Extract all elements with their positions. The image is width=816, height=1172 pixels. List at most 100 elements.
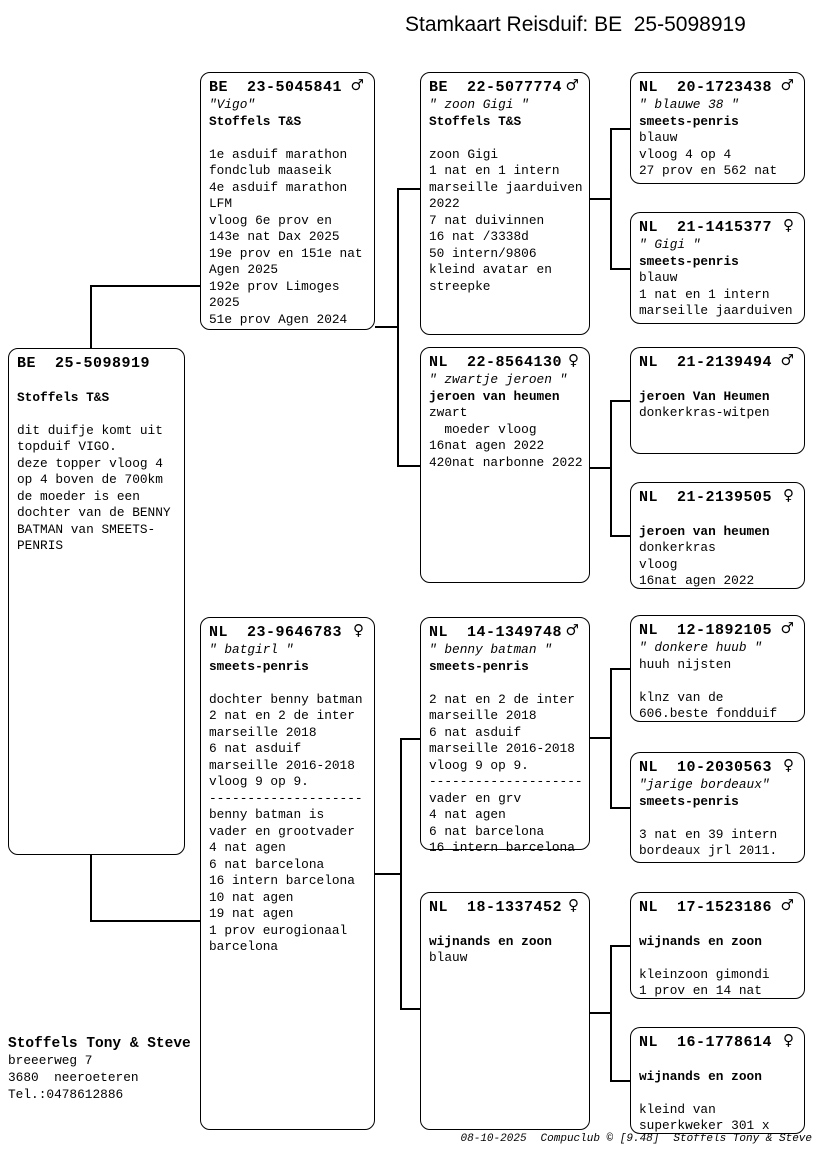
- page-title: Stamkaart Reisduif: BE 25-5098919: [405, 13, 746, 36]
- ring-number: NL 17-1523186: [639, 899, 773, 916]
- info-line: marseille 2018: [429, 708, 537, 723]
- info-line: [639, 1085, 796, 1102]
- info-line: dit duifje komt uit: [17, 422, 163, 438]
- ring-number: BE 23-5045841: [209, 79, 343, 96]
- pigeon-name: " blauwe 38 ": [639, 97, 739, 112]
- info-line: vader en grootvader: [209, 823, 355, 839]
- info-line: 4 nat agen: [429, 807, 506, 822]
- male-icon: ♂: [565, 76, 579, 94]
- info-line: 7 nat duivinnen: [429, 212, 545, 228]
- ring-number: BE 25-5098919: [17, 355, 151, 372]
- owner-phone: Tel.:0478612886: [8, 1087, 124, 1102]
- info-line: kleind avatar en: [429, 262, 552, 277]
- owner-name: jeroen van heumen: [429, 388, 560, 404]
- ring-number: NL 14-1349748: [429, 624, 563, 641]
- info-line: 2025: [209, 295, 240, 310]
- connector-line: [610, 668, 631, 670]
- owner-name: smeets-penris: [639, 113, 739, 129]
- connector-line: [590, 1012, 611, 1014]
- info-line: dochter benny batman: [209, 691, 363, 707]
- connector-line: [90, 920, 201, 922]
- owner-name: Stoffels T&S: [209, 113, 302, 129]
- ring-number: NL 12-1892105: [639, 622, 773, 639]
- info-line: [639, 673, 796, 690]
- info-line: marseille jaarduiven: [639, 303, 793, 318]
- info-line: fondclub maaseik: [209, 163, 332, 178]
- info-line: zwart: [429, 405, 468, 420]
- pigeon-name: "Vigo": [209, 97, 256, 112]
- info-line: streepke: [429, 278, 491, 294]
- info-line: benny batman is: [209, 807, 325, 822]
- info-line: 51e prov Agen 2024: [209, 311, 348, 327]
- info-line: donkerkras-witpen: [639, 405, 770, 420]
- male-icon: ♂: [780, 619, 794, 637]
- pedigree-box-jarige-bordeaux: NL 10-2030563♀"jarige bordeaux"smeets-pe…: [630, 752, 805, 863]
- owner-name: jeroen van heumen: [639, 523, 770, 539]
- info-line: [639, 810, 796, 827]
- info-line: [17, 373, 176, 390]
- info-line: 6 nat barcelona: [429, 823, 545, 839]
- connector-line: [610, 668, 612, 808]
- pigeon-name: " zoon Gigi ": [429, 97, 529, 112]
- owner-name: smeets-penris: [209, 658, 309, 674]
- connector-line: [590, 737, 611, 739]
- pedigree-box-benny-batman: NL 14-1349748♂" benny batman "smeets-pen…: [420, 617, 590, 855]
- info-line: 6 nat barcelona: [209, 856, 325, 872]
- info-line: 606.beste fondduif: [639, 706, 778, 721]
- female-icon: ♀: [568, 896, 579, 914]
- ring-number: NL 22-8564130: [429, 354, 563, 371]
- info-line: 16nat agen 2022: [639, 573, 755, 588]
- info-line: 6 nat asduif: [429, 724, 522, 740]
- owner-name: Stoffels T&S: [17, 389, 110, 405]
- info-line: marseille 2018: [209, 724, 317, 740]
- info-line: 19 nat agen: [209, 906, 294, 921]
- female-icon: ♀: [353, 621, 364, 639]
- owner-name: wijnands en zoon: [429, 933, 552, 949]
- pedigree-box-zwartje-jeroen: NL 22-8564130♀" zwartje jeroen "jeroen v…: [420, 347, 590, 583]
- connector-line: [610, 128, 631, 130]
- info-line: 420nat narbonne 2022: [429, 454, 583, 470]
- info-line: 16 intern barcelona: [429, 840, 575, 855]
- info-line: kleind van: [639, 1101, 716, 1117]
- ring-number: BE 22-5077774: [429, 79, 563, 96]
- info-line: deze topper vloog 4: [17, 455, 163, 471]
- ring-number: NL 23-9646783: [209, 624, 343, 641]
- pedigree-box-blauwe38: NL 20-1723438♂" blauwe 38 "smeets-penris…: [630, 72, 805, 184]
- info-line: 19e prov en 151e nat: [209, 245, 363, 261]
- owner-name: wijnands en zoon: [639, 1068, 762, 1084]
- owner-name: jeroen Van Heumen: [639, 388, 770, 404]
- owner-name: Stoffels Tony & Steve: [8, 1036, 191, 1052]
- info-line: [429, 675, 581, 692]
- female-icon: ♀: [568, 351, 579, 369]
- pigeon-name: " Gigi ": [639, 237, 701, 252]
- male-icon: ♂: [780, 896, 794, 914]
- connector-line: [397, 188, 421, 190]
- info-line: 4 nat agen: [209, 840, 286, 855]
- info-line: blauw: [639, 270, 678, 285]
- connector-line: [610, 400, 612, 536]
- info-line: 1 nat en 1 intern: [639, 286, 770, 302]
- info-line: 4e asduif marathon: [209, 179, 348, 195]
- info-line: bordeaux jrl 2011.: [639, 843, 778, 858]
- info-line: PENRIS: [17, 538, 64, 553]
- info-line: 6 nat asduif: [209, 741, 302, 756]
- connector-line: [400, 1008, 421, 1010]
- info-line: 16 intern barcelona: [209, 873, 355, 888]
- info-line: blauw: [429, 950, 468, 965]
- info-line: 16 nat /3338d: [429, 229, 529, 244]
- info-line: klnz van de: [639, 689, 724, 705]
- footer-date: 08-10-2025: [460, 1133, 527, 1145]
- info-line: superkweker 301 x: [639, 1118, 770, 1133]
- info-line: vloog 9 op 9.: [429, 757, 529, 773]
- ring-number: NL 21-2139494: [639, 354, 773, 371]
- info-line: 50 intern/9806: [429, 245, 537, 261]
- ring-number: NL 16-1778614: [639, 1034, 773, 1051]
